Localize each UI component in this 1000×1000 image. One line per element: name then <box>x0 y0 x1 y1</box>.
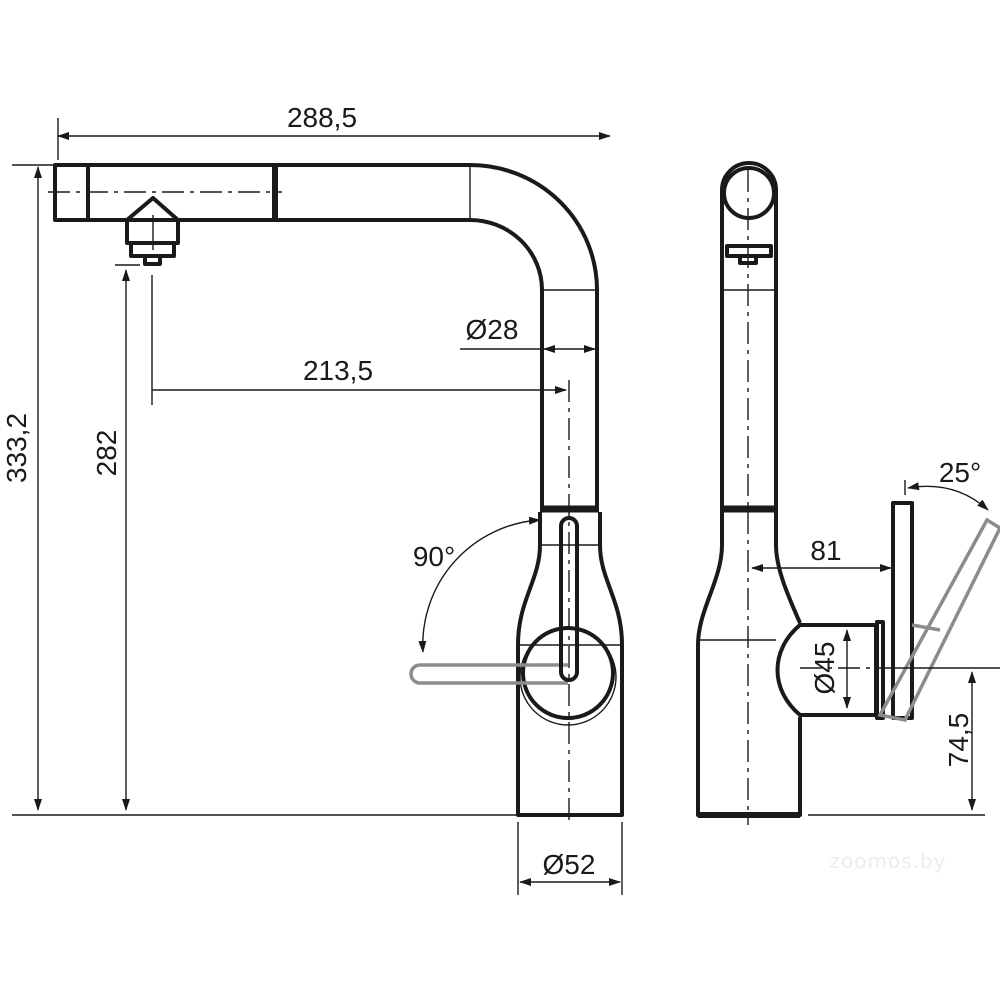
dim-overall-height: 333,2 <box>1 413 32 483</box>
handle-hub <box>521 626 615 720</box>
dim-handle-rotation: 90° <box>413 541 455 572</box>
side-lever-alt-position <box>877 517 1000 722</box>
lever <box>559 516 579 682</box>
dim-overall-reach: 288,5 <box>287 102 357 133</box>
watermark: zoomos.by <box>830 849 947 873</box>
aerator <box>125 196 180 266</box>
dimensions: 288,5 333,2 282 213,5 Ø28 90° Ø52 25° 81… <box>1 102 1000 895</box>
spout-section <box>722 166 776 220</box>
dim-handle-offset: 81 <box>810 535 841 566</box>
dim-tube-diameter: Ø28 <box>466 314 519 345</box>
side-view <box>696 161 1000 825</box>
spout-inner <box>88 218 544 510</box>
front-view <box>48 163 624 825</box>
dim-spout-height: 282 <box>91 430 122 477</box>
dim-spout-reach: 213,5 <box>303 355 373 386</box>
cartridge-housing <box>775 623 878 717</box>
dim-handle-height: 74,5 <box>943 713 974 768</box>
spout-outer <box>55 163 599 510</box>
dim-handle-tilt: 25° <box>939 457 981 488</box>
lever-alt-position <box>409 663 568 685</box>
handle-plate <box>875 620 885 720</box>
dim-cartridge-diameter: Ø45 <box>809 642 840 695</box>
dim-base-diameter: Ø52 <box>543 849 596 880</box>
